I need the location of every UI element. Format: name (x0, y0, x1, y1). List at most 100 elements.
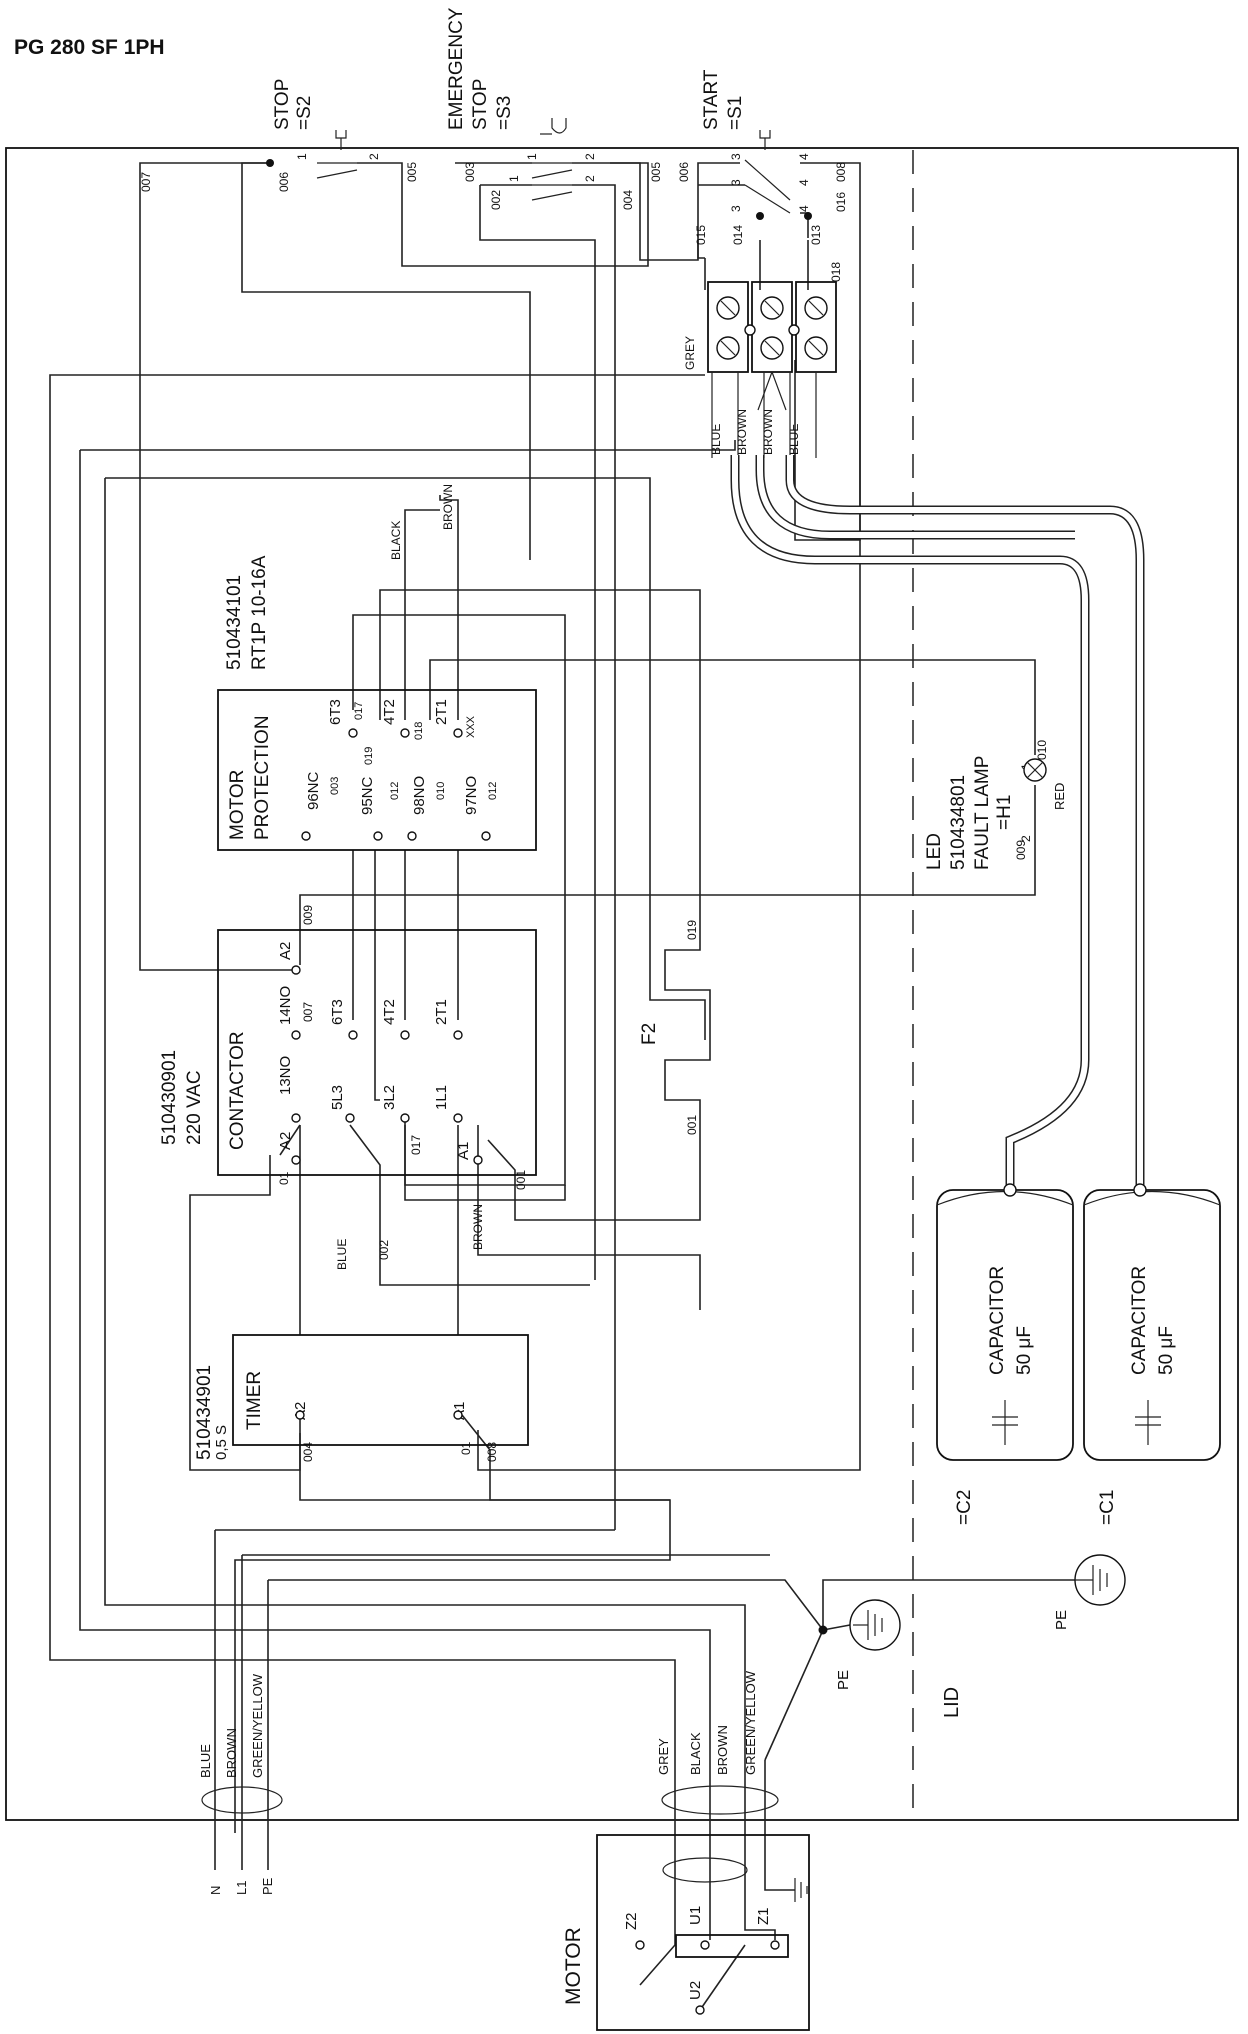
svg-text:017: 017 (353, 702, 365, 720)
mp-terminal-95nc: 95NC (359, 776, 376, 815)
svg-text:3: 3 (729, 153, 743, 160)
svg-text:013: 013 (809, 225, 823, 245)
emergency-label: EMERGENCY (446, 7, 467, 130)
supply-terminal-l1: L1 (234, 1881, 249, 1895)
svg-text:5L3: 5L3 (329, 1085, 346, 1110)
wire-number-labels: 007 006 005 003 002 004 005 006 008 016 … (139, 162, 1049, 1462)
emergency-ref: =S3 (494, 96, 515, 130)
svg-text:003: 003 (329, 777, 341, 795)
svg-text:3: 3 (729, 205, 743, 212)
timer: 510434901 0,5 S TIMER A2 A1 (194, 1334, 529, 1460)
svg-text:50 μF: 50 μF (1156, 1326, 1177, 1375)
junction-dot (756, 212, 764, 220)
svg-text:005: 005 (649, 162, 663, 182)
svg-text:510434801: 510434801 (948, 775, 969, 870)
wire-label-blue: BLUE (335, 1239, 349, 1270)
svg-text:1: 1 (507, 175, 521, 182)
ground-icon (849, 1599, 901, 1651)
tb-wire-grey: GREY (683, 336, 697, 370)
svg-text:2: 2 (583, 175, 597, 182)
contactor-name: CONTACTOR (227, 1031, 248, 1150)
svg-text:1: 1 (525, 153, 539, 160)
contactor: 510430901 220 VAC CONTACTOR A2 14NO 6T3 … (159, 929, 537, 1176)
svg-text:CAPACITOR: CAPACITOR (987, 1266, 1008, 1375)
svg-text:004: 004 (301, 1442, 315, 1462)
svg-text:1: 1 (295, 153, 309, 160)
svg-text:002: 002 (489, 190, 503, 210)
motor-wire-brown: BROWN (715, 1725, 730, 1775)
svg-text:006: 006 (277, 172, 291, 192)
svg-text:4: 4 (797, 153, 811, 160)
timer-name: TIMER (244, 1371, 265, 1430)
svg-text:018: 018 (829, 262, 843, 282)
svg-text:01: 01 (277, 1171, 291, 1185)
fault-lamp: LED 510434801 FAULT LAMP =H1 RED (924, 756, 1067, 870)
svg-text:01: 01 (459, 1441, 473, 1455)
mp-name: MOTOR (227, 770, 248, 840)
cable-bundle (662, 1857, 748, 1883)
mp-terminal-6t3: 6T3 (327, 699, 344, 725)
cable-bundle (661, 1785, 779, 1815)
tb-wire-blue: BLUE (709, 424, 723, 455)
svg-text:A2: A2 (277, 1132, 294, 1150)
svg-text:=H1: =H1 (994, 795, 1015, 830)
svg-text:019: 019 (685, 920, 699, 940)
mp-name-2: PROTECTION (252, 715, 273, 840)
motor-wire-black: BLACK (688, 1732, 703, 1775)
svg-text:3L2: 3L2 (381, 1085, 398, 1110)
svg-text:4: 4 (797, 179, 811, 186)
svg-text:015: 015 (694, 225, 708, 245)
tb-wire-brown: BROWN (735, 409, 749, 455)
svg-text:CAPACITOR: CAPACITOR (1129, 1266, 1150, 1375)
timer-delay: 0,5 S (213, 1425, 230, 1460)
svg-text:002: 002 (377, 1240, 391, 1260)
screw-terminal (716, 296, 828, 360)
fuse-label: F2 (639, 1023, 660, 1045)
wire-label-brown: BROWN (441, 484, 455, 530)
svg-text:4: 4 (797, 205, 811, 212)
enclosure-outline (5, 147, 1239, 1821)
screw-terminal (301, 728, 491, 841)
svg-text:Z2: Z2 (623, 1912, 640, 1930)
svg-text:A1: A1 (455, 1142, 472, 1160)
svg-text:010: 010 (1035, 740, 1049, 760)
diagram-title: PG 280 SF 1PH (14, 36, 165, 59)
svg-text:6T3: 6T3 (329, 999, 346, 1025)
capacitor-icon (1135, 1400, 1161, 1445)
svg-text:006: 006 (677, 162, 691, 182)
svg-text:007: 007 (301, 1002, 315, 1022)
svg-text:019: 019 (363, 747, 375, 765)
screw-terminal (291, 965, 483, 1165)
svg-text:2: 2 (1019, 835, 1033, 842)
capacitor-ref: =C1 (1097, 1490, 1118, 1525)
pe-label: PE (1053, 1610, 1070, 1630)
capacitor-icon (992, 1400, 1018, 1445)
tb-wire-blue-2: BLUE (787, 424, 801, 455)
lamp-color: RED (1052, 783, 1067, 810)
svg-text:004: 004 (621, 190, 635, 210)
supply-wire-brown: BROWN (224, 1728, 239, 1778)
svg-text:4T2: 4T2 (381, 999, 398, 1025)
svg-text:50 μF: 50 μF (1014, 1326, 1035, 1375)
svg-text:U1: U1 (687, 1906, 704, 1925)
svg-text:001: 001 (514, 1170, 528, 1190)
svg-text:001: 001 (685, 1115, 699, 1135)
svg-text:U2: U2 (687, 1981, 704, 2000)
contact-number-labels: 1 2 1 2 1 2 3 4 3 4 3 4 2 1 (295, 153, 1033, 842)
start-label: START (701, 69, 722, 130)
mp-terminal-96nc: 96NC (305, 771, 322, 810)
pe-label: PE (835, 1670, 852, 1690)
start-ref: =S1 (725, 96, 746, 130)
svg-text:014: 014 (731, 225, 745, 245)
lid-label: LID (941, 1687, 963, 1718)
terminal-block (707, 281, 837, 373)
capacitor-ref: =C2 (954, 1490, 975, 1525)
svg-text:018: 018 (413, 722, 425, 740)
junction-dot (804, 212, 812, 220)
svg-text:13NO: 13NO (277, 1056, 294, 1095)
svg-text:007: 007 (139, 172, 153, 192)
svg-text:2T1: 2T1 (433, 999, 450, 1025)
svg-text:008: 008 (485, 1442, 499, 1462)
motor-wire-grey: GREY (656, 1738, 671, 1775)
svg-text:A2: A2 (277, 942, 294, 960)
